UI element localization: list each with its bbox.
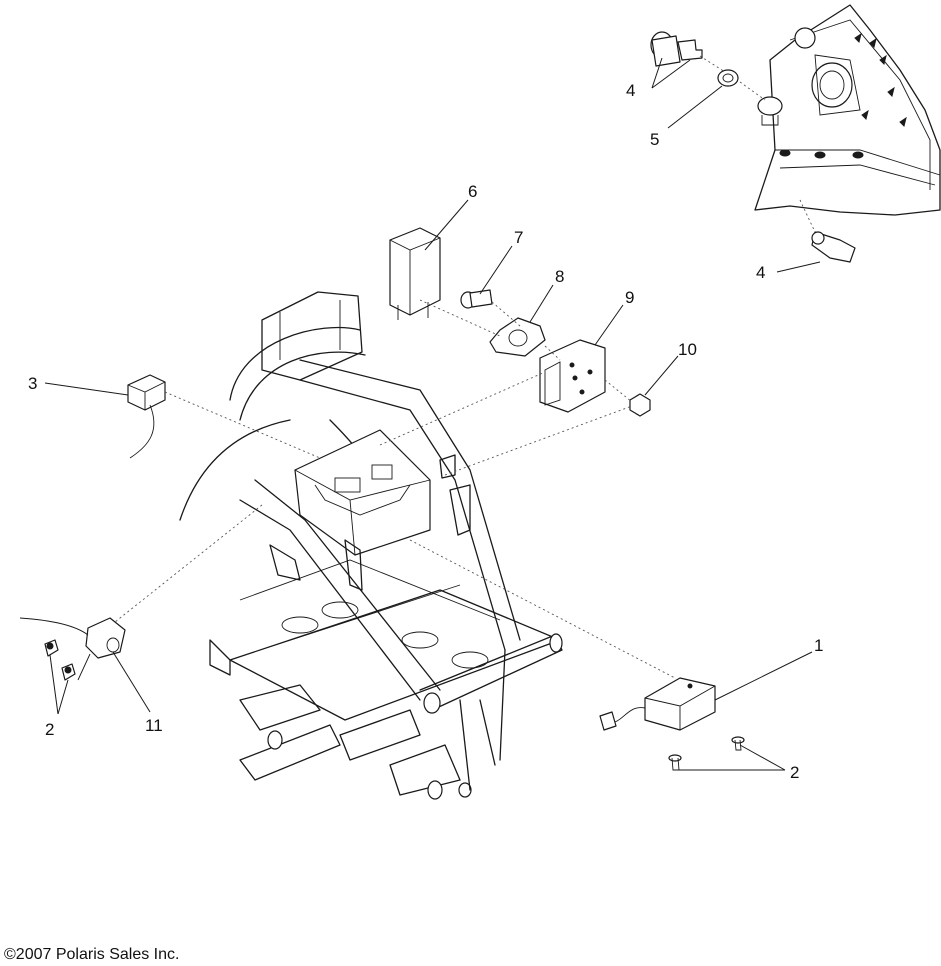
grommet (717, 69, 739, 87)
callout-6: 6 (468, 182, 477, 201)
headlight-housing (754, 4, 941, 216)
screws-left (44, 639, 76, 681)
component-3 (127, 374, 166, 459)
bracket-9 (539, 339, 606, 413)
copyright-text: 2007 Polaris Sales Inc. (15, 946, 180, 963)
callout-8: 8 (555, 267, 564, 286)
bulb-socket-bottom (811, 231, 856, 263)
callout-labels: 1 2 2 3 4 4 5 6 7 8 9 10 11 (28, 81, 823, 782)
callout-1: 1 (814, 636, 823, 655)
copyright-symbol: © (4, 946, 16, 963)
part-11 (19, 617, 126, 681)
callout-3: 3 (28, 374, 37, 393)
callout-7: 7 (514, 228, 523, 247)
callout-4-bottom: 4 (756, 263, 765, 282)
callout-2-right: 2 (790, 763, 799, 782)
module-6 (389, 227, 441, 320)
callout-10: 10 (678, 340, 697, 359)
copyright-notice: ©2007 Polaris Sales Inc. (4, 946, 179, 964)
callout-5: 5 (650, 130, 659, 149)
frame (179, 291, 563, 800)
nut-10 (629, 393, 651, 417)
callout-9: 9 (625, 288, 634, 307)
leader-lines (44, 57, 821, 771)
gasket-8 (489, 317, 546, 357)
callout-4-top: 4 (626, 81, 635, 100)
bolt-7 (460, 289, 493, 309)
bulb-socket-top (650, 31, 703, 67)
part-1 (599, 677, 716, 731)
screws-right (668, 736, 745, 771)
callout-11: 11 (145, 716, 163, 735)
callout-2-left: 2 (45, 720, 54, 739)
